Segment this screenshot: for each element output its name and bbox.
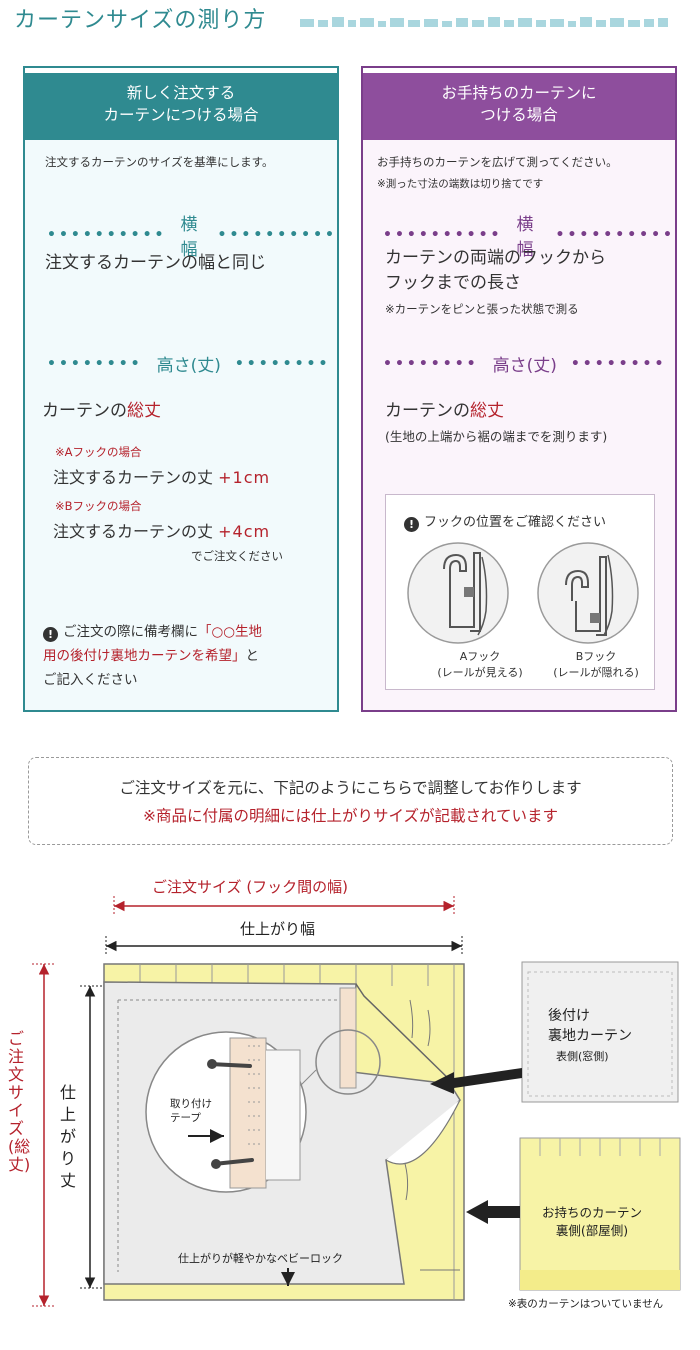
width-text: 注文するカーテンの幅と同じ — [45, 253, 266, 273]
zoom-source-circle — [315, 1029, 381, 1095]
notice-line-2: ※商品に付属の明細には仕上がりサイズが記載されています — [142, 807, 559, 825]
height-label: 高さ(丈) — [156, 356, 221, 376]
own-curtain-sample — [519, 1137, 681, 1291]
width-section-heading: •••••••••• 横幅 •••••••••• — [47, 210, 337, 260]
new-curtain-panel-header: 新しく注文する カーテンにつける場合 — [25, 68, 337, 140]
a-hook-add: +1cm — [218, 468, 271, 487]
b-hook-text: 注文するカーテンの丈 +4cm — [53, 518, 270, 542]
finished-height-label: 仕上がり丈 — [60, 1083, 77, 1190]
b-hook-add: +4cm — [218, 522, 271, 541]
header-line-2: カーテンにつける場合 — [103, 106, 259, 124]
finished-width-label: 仕上がり幅 — [240, 920, 316, 938]
tape-label-line-2: テープ — [170, 1112, 201, 1124]
tape-label-line-1: 取り付け — [170, 1098, 212, 1110]
hook-position-box: ! フックの位置をご確認ください Aフック (レールが見える) — [385, 494, 655, 690]
hook-b-label: Bフック — [575, 650, 617, 663]
own-curtain-label-line-1: お持ちのカーテン — [542, 1205, 643, 1220]
width-text-line-1: カーテンの両端のフックから — [385, 248, 606, 268]
b-hook-icon — [537, 542, 639, 644]
adjustment-notice: ご注文サイズを元に、下記のようにこちらで調整してお作りします ※商品に付属の明細… — [28, 757, 673, 845]
own-curtain-label: お持ちのカーテン 裏側(部屋側) — [542, 1204, 642, 1240]
hook-illustrations — [407, 542, 639, 644]
width-text: カーテンの両端のフックから フックまでの長さ — [385, 246, 606, 296]
hook-a-sub: (レールが見える) — [437, 666, 523, 679]
order-note: でご注文ください — [191, 549, 283, 563]
lining-label: 後付け 裏地カーテン — [548, 1006, 632, 1046]
header-line-1: お手持ちのカーテンに — [441, 84, 597, 102]
order-size-height-label: ご注文サイズ(総丈) — [8, 1029, 31, 1174]
lining-sub-label: 表側(窓側) — [556, 1050, 609, 1063]
a-hook-text-main: 注文するカーテンの丈 — [53, 468, 214, 487]
exclamation-icon: ! — [43, 627, 58, 642]
height-section-heading: •••••••• 高さ(丈) •••••••• — [47, 351, 330, 377]
intro-text: 注文するカーテンのサイズを基準にします。 — [45, 155, 274, 169]
height-text: カーテンの総丈 — [385, 396, 504, 421]
hook-a-caption: Aフック (レールが見える) — [430, 649, 530, 681]
lining-label-line-2: 裏地カーテン — [548, 1028, 632, 1044]
height-text: カーテンの総丈 — [42, 396, 161, 421]
order-size-width-label: ご注文サイズ (フック間の幅) — [152, 878, 349, 896]
own-curtain-label-line-2: 裏側(部屋側) — [555, 1223, 629, 1238]
header-line-1: 新しく注文する — [126, 84, 236, 102]
hook-box-title: ! フックの位置をご確認ください — [404, 511, 606, 532]
footnote: ※表のカーテンはついていません — [508, 1298, 664, 1310]
remark-line-3: ご記入ください — [43, 672, 138, 688]
new-curtain-panel: 新しく注文する カーテンにつける場合 注文するカーテンのサイズを基準にします。 … — [23, 66, 339, 712]
own-curtain-panel: お手持ちのカーテンに つける場合 お手持ちのカーテンを広げて測ってください。 ※… — [361, 66, 677, 712]
intro-note: ※測った寸法の端数は切り捨てです — [377, 178, 544, 190]
height-label: 高さ(丈) — [492, 356, 557, 376]
a-hook-text: 注文するカーテンの丈 +1cm — [53, 464, 270, 488]
curtain-diagram: ご注文サイズ (フック間の幅) 仕上がり幅 ご注文サイズ(総丈) 仕上がり丈 取… — [0, 860, 700, 1340]
hook-b-sub: (レールが隠れる) — [553, 666, 639, 679]
remark-line-2-emphasis: 用の後付け裏地カーテンを希望」 — [43, 648, 246, 664]
width-label: 横幅 — [180, 215, 198, 260]
b-hook-note: ※Bフックの場合 — [55, 499, 142, 513]
notice-line-1: ご注文サイズを元に、下記のようにこちらで調整してお作りします — [119, 779, 582, 797]
height-text-emphasis: 総丈 — [127, 401, 161, 421]
curtain-diagram-drawing — [32, 896, 681, 1307]
height-text-emphasis: 総丈 — [470, 401, 504, 421]
a-hook-note: ※Aフックの場合 — [55, 445, 142, 459]
remark-line-1-emphasis: 「○○生地 — [198, 624, 263, 640]
width-text-line-2: フックまでの長さ — [385, 273, 521, 293]
tape-label: 取り付け テープ — [170, 1097, 212, 1125]
remark-line-2-suffix: と — [245, 648, 260, 664]
hook-b-caption: Bフック (レールが隠れる) — [536, 649, 656, 681]
width-note: ※カーテンをピンと張った状態で測る — [385, 302, 579, 316]
own-curtain-panel-header: お手持ちのカーテンに つける場合 — [363, 68, 675, 140]
lining-sample — [521, 961, 679, 1103]
lining-label-line-1: 後付け — [548, 1008, 590, 1024]
baby-lock-label: 仕上がりが軽やかなベビーロック — [178, 1252, 343, 1265]
height-note: (生地の上端から裾の端までを測ります) — [385, 429, 608, 444]
hook-box-title-text: フックの位置をご確認ください — [424, 515, 607, 530]
b-hook-text-main: 注文するカーテンの丈 — [53, 522, 214, 541]
header-line-2: つける場合 — [480, 106, 558, 124]
remark-line-1-prefix: ご注文の際に備考欄に — [63, 624, 198, 640]
page-title: カーテンサイズの測り方 — [14, 8, 267, 33]
intro-text: お手持ちのカーテンを広げて測ってください。 — [377, 155, 618, 169]
height-text-prefix: カーテンの — [42, 401, 127, 421]
height-text-prefix: カーテンの — [385, 401, 470, 421]
title-decoration — [300, 17, 668, 27]
exclamation-icon: ! — [404, 517, 419, 532]
hook-a-label: Aフック — [459, 650, 501, 663]
own-curtain-pointer-arrow — [466, 1200, 520, 1224]
width-section-heading: •••••••••• 横幅 •••••••••• — [383, 210, 675, 260]
width-label: 横幅 — [516, 215, 534, 260]
lining-pointer-arrow — [430, 1068, 522, 1094]
remark-block: ! ご注文の際に備考欄に「○○生地 用の後付け裏地カーテンを希望」と ご記入くださ… — [43, 620, 262, 692]
a-hook-icon — [407, 542, 509, 644]
height-section-heading: •••••••• 高さ(丈) •••••••• — [383, 351, 666, 377]
